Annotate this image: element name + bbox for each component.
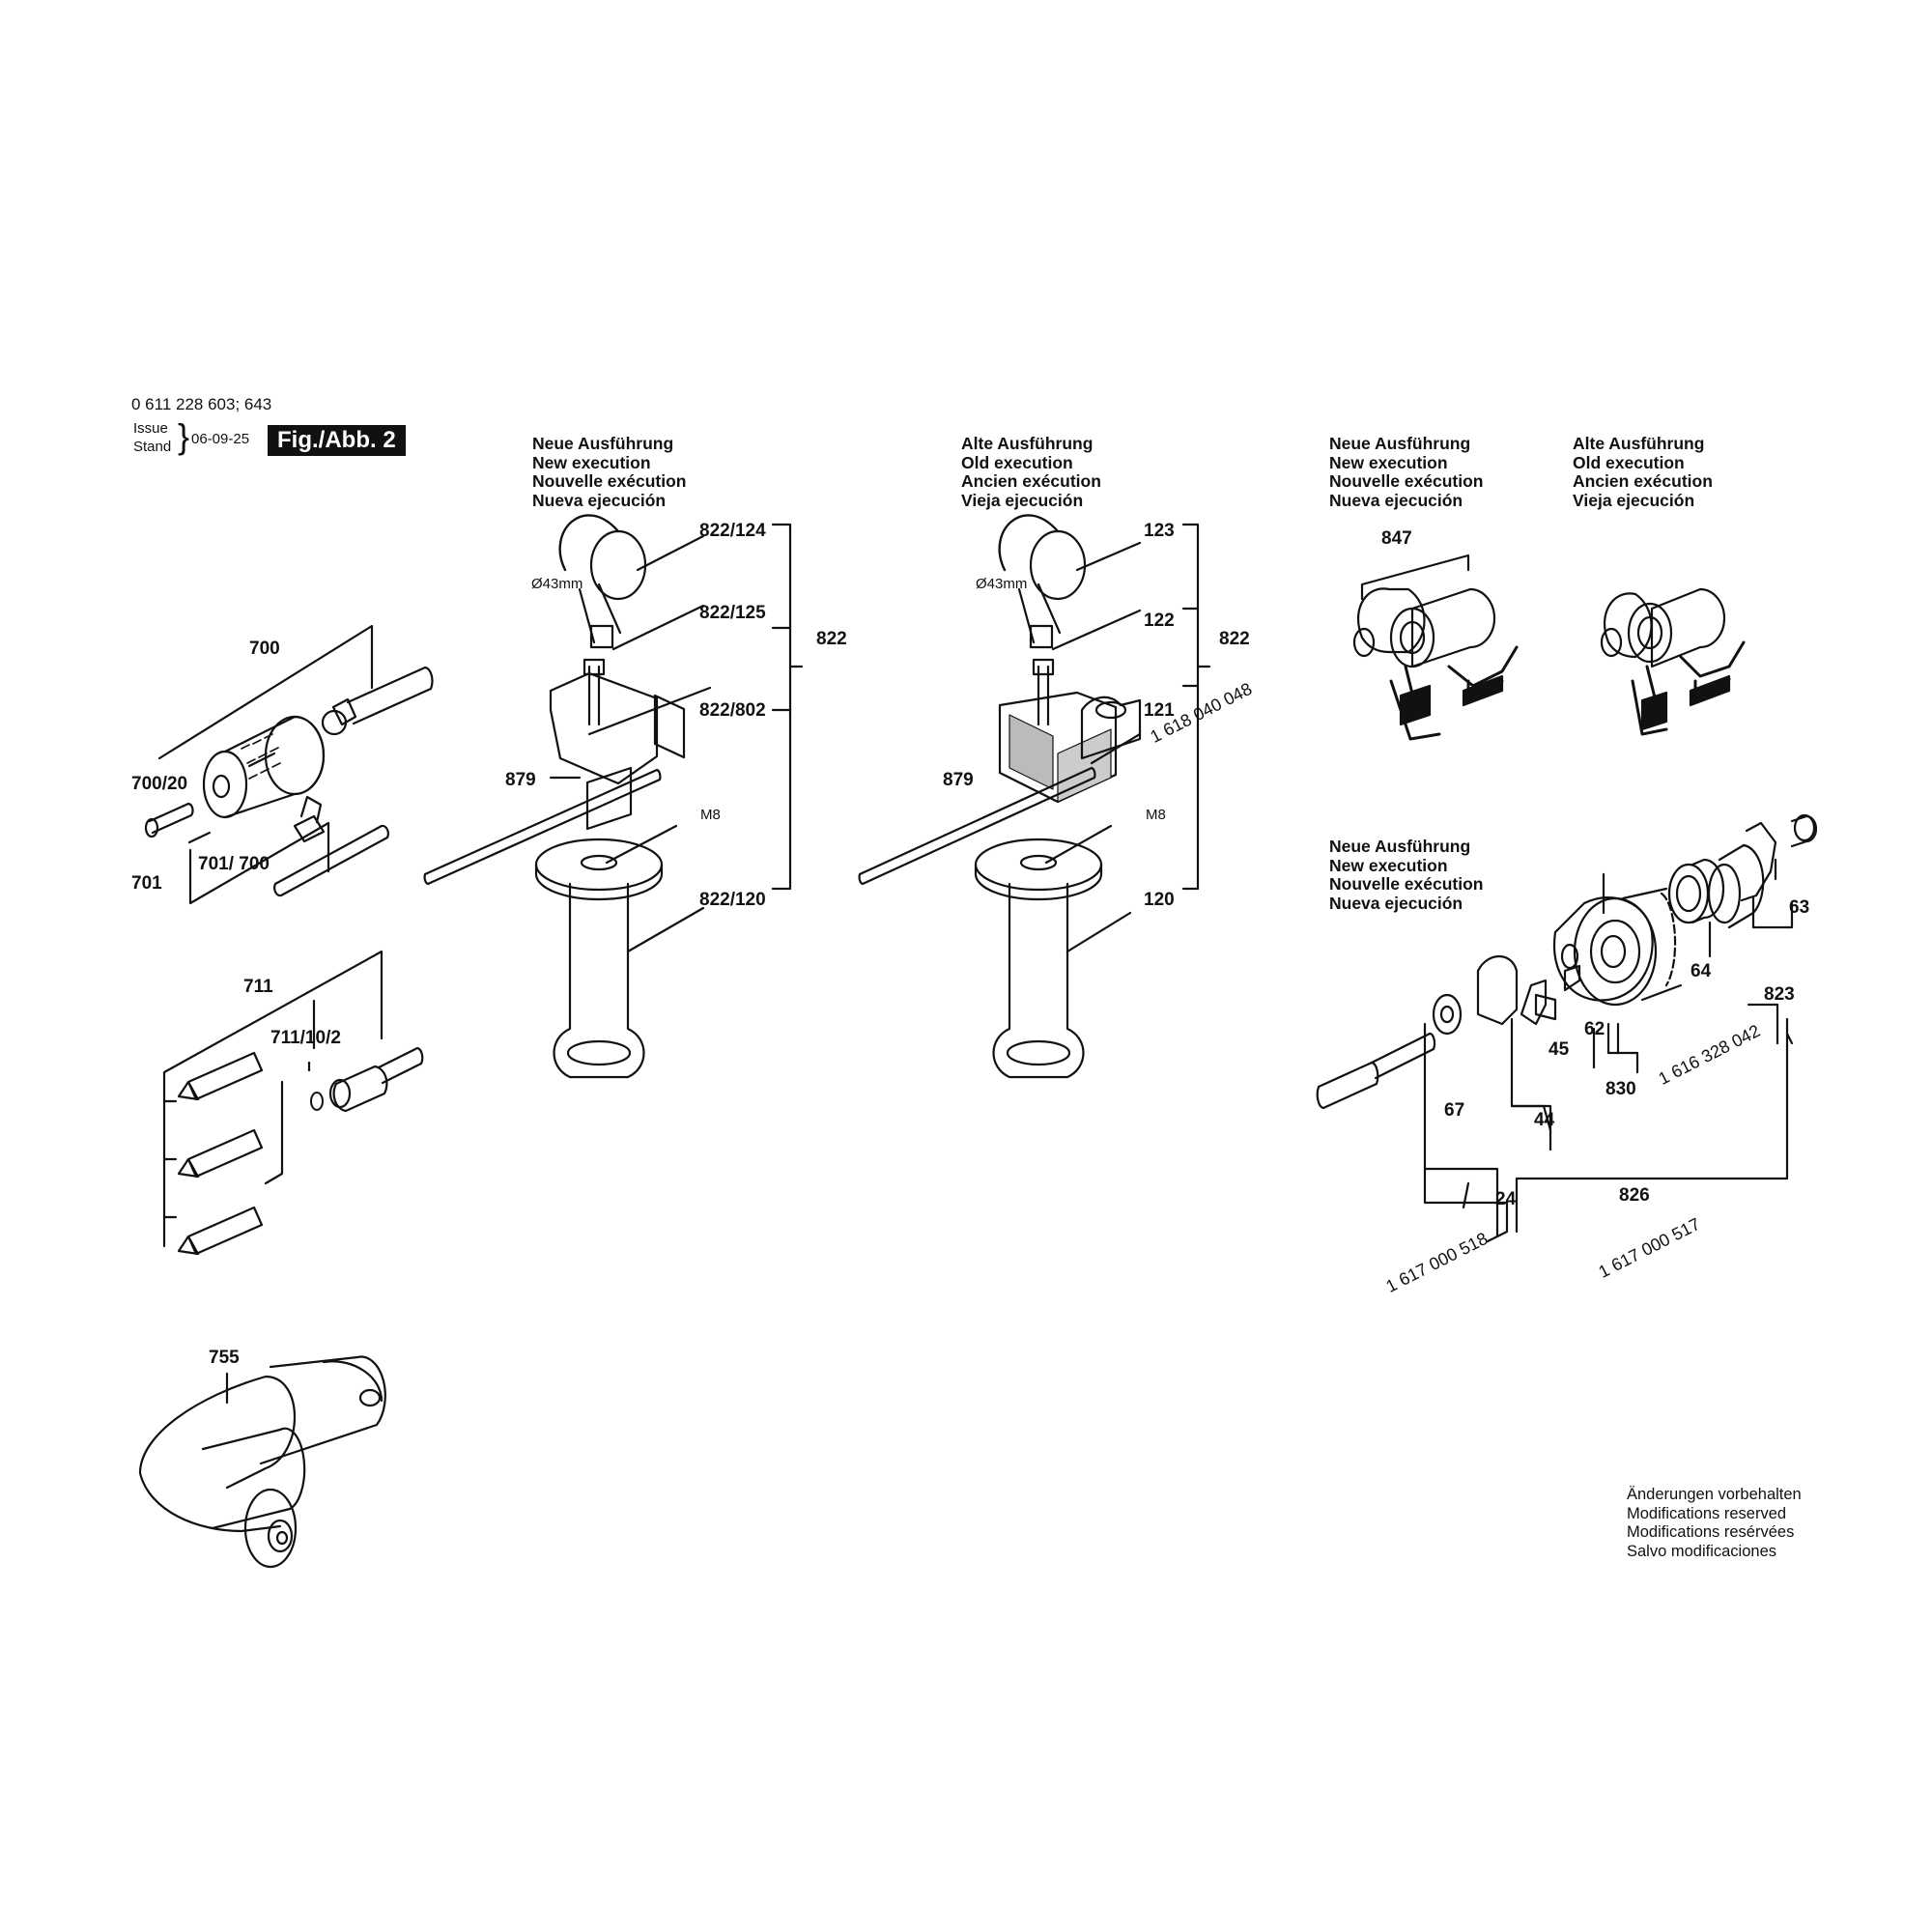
label-826: 826 <box>1619 1185 1650 1206</box>
label-822-120: 822/120 <box>699 890 766 910</box>
label-44: 44 <box>1534 1110 1555 1130</box>
issue-label: Issue <box>133 420 168 437</box>
label-122: 122 <box>1144 611 1175 631</box>
label-755: 755 <box>209 1348 240 1368</box>
label-d43-old: Ø43mm <box>976 576 1028 592</box>
label-879-new: 879 <box>505 770 536 790</box>
label-d43-new: Ø43mm <box>531 576 583 592</box>
label-822-new: 822 <box>816 629 847 649</box>
handle-old-drawing <box>858 514 1211 1079</box>
bearing-drawings <box>1352 554 1746 741</box>
label-67: 67 <box>1444 1100 1465 1121</box>
label-45: 45 <box>1548 1039 1570 1060</box>
label-711: 711 <box>243 977 273 997</box>
label-m8-old: M8 <box>1146 807 1166 823</box>
label-822-125: 822/125 <box>699 603 766 623</box>
stand-label: Stand <box>133 439 172 455</box>
label-700: 700 <box>249 639 280 659</box>
label-701: 701 <box>131 873 162 894</box>
label-711-10-2: 711/10/2 <box>270 1028 341 1048</box>
bit-set <box>162 950 424 1256</box>
gear-assembly <box>1316 813 1818 1243</box>
label-62: 62 <box>1584 1019 1605 1039</box>
label-24: 24 <box>1495 1189 1517 1209</box>
label-847: 847 <box>1381 528 1412 549</box>
label-121: 121 <box>1144 700 1175 721</box>
label-879-old: 879 <box>943 770 974 790</box>
handle-new-drawing <box>423 514 804 1079</box>
label-700-20: 700/20 <box>131 774 188 794</box>
label-822-124: 822/124 <box>699 521 766 541</box>
issue-brace: } <box>178 416 190 456</box>
issue-date: 06-09-25 <box>191 431 250 447</box>
part-number: 0 611 228 603; 643 <box>131 395 272 413</box>
drill-chuck <box>144 624 434 905</box>
label-701-700: 701/ 700 <box>198 854 270 874</box>
label-120: 120 <box>1144 890 1175 910</box>
label-m8-new: M8 <box>700 807 721 823</box>
label-822-802: 822/802 <box>699 700 766 721</box>
label-822-old: 822 <box>1219 629 1250 649</box>
label-123: 123 <box>1144 521 1175 541</box>
figure-badge: Fig./Abb. 2 <box>268 425 406 456</box>
label-823: 823 <box>1764 984 1795 1005</box>
label-63: 63 <box>1789 897 1810 918</box>
label-830: 830 <box>1605 1079 1636 1099</box>
label-64: 64 <box>1690 961 1712 981</box>
angle-attachment <box>138 1355 386 1569</box>
